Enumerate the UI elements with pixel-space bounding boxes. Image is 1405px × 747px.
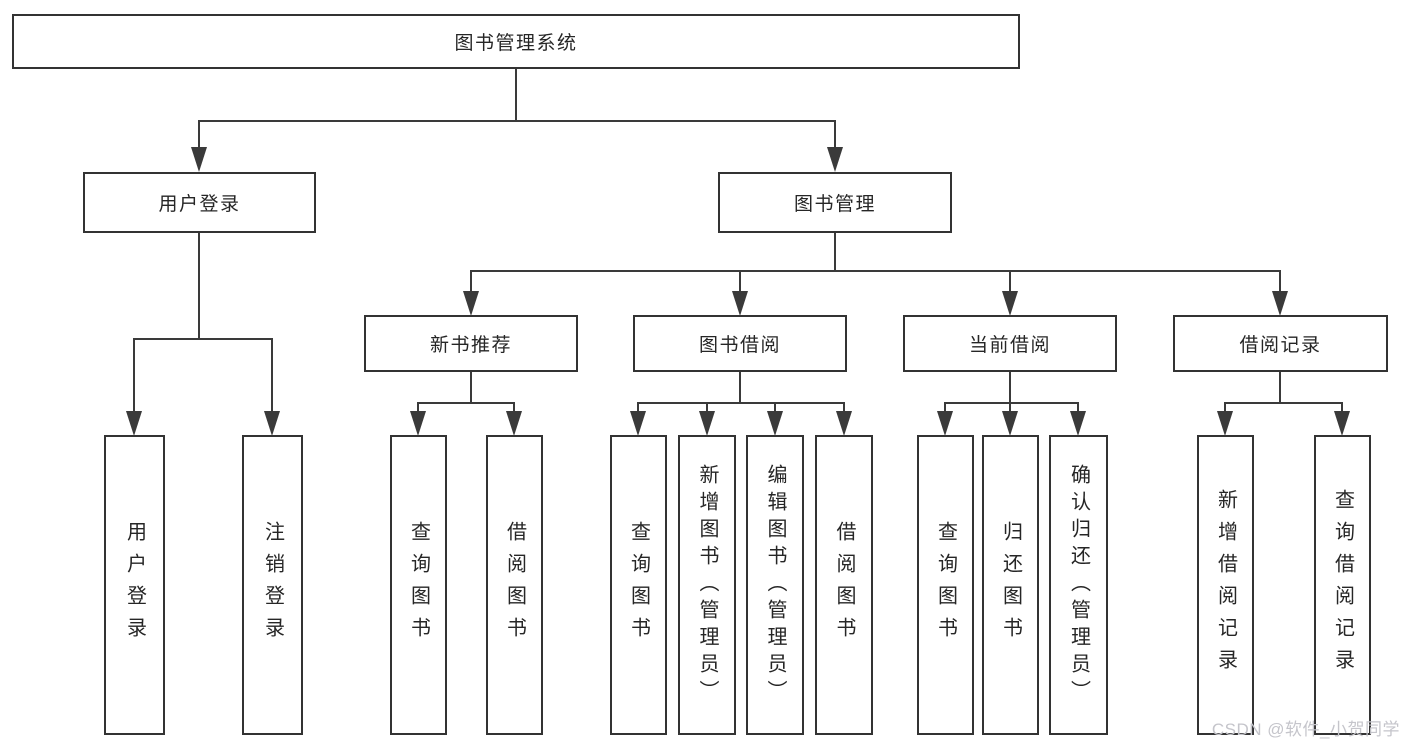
node-user-login-label: 用户登录 bbox=[158, 194, 241, 215]
node-return-book: 归还图书 bbox=[982, 435, 1039, 735]
arrow-down-icon bbox=[1002, 291, 1018, 316]
arrow-down-icon bbox=[630, 411, 646, 436]
arrow-down-icon bbox=[937, 411, 953, 436]
node-query-book-borrow: 查询图书 bbox=[610, 435, 667, 735]
csdn-watermark: CSDN @软件_小贺同学 bbox=[1211, 720, 1400, 739]
connector-vline bbox=[706, 402, 708, 414]
connector-vline bbox=[1279, 270, 1281, 293]
connector-vline bbox=[739, 372, 741, 404]
connector-vline bbox=[1077, 402, 1079, 414]
connector-vline bbox=[834, 233, 836, 272]
arrow-down-icon bbox=[827, 147, 843, 172]
node-logout: 注销登录 bbox=[242, 435, 303, 735]
connector-vline bbox=[515, 68, 517, 122]
node-query-borrow-record: 查询借阅记录 bbox=[1314, 435, 1371, 735]
node-login-label: 用户登录 bbox=[123, 521, 146, 649]
node-query-book-recommend: 查询图书 bbox=[390, 435, 447, 735]
connector-vline bbox=[470, 270, 472, 293]
connector-vline bbox=[1009, 402, 1011, 414]
connector-vline bbox=[470, 372, 472, 404]
node-confirm-return-admin: 确认归还（管理员） bbox=[1049, 435, 1108, 735]
node-add-book-admin: 新增图书（管理员） bbox=[678, 435, 736, 735]
node-return-book-label: 归还图书 bbox=[999, 521, 1022, 649]
node-query-borrow-record-label: 查询借阅记录 bbox=[1331, 489, 1354, 681]
connector-hline bbox=[944, 402, 1079, 404]
node-book-borrow: 图书借阅 bbox=[633, 315, 847, 372]
node-query-book-current: 查询图书 bbox=[917, 435, 974, 735]
arrow-down-icon bbox=[410, 411, 426, 436]
arrow-down-icon bbox=[699, 411, 715, 436]
arrow-down-icon bbox=[1272, 291, 1288, 316]
connector-vline bbox=[774, 402, 776, 414]
node-add-book-admin-label: 新增图书（管理员） bbox=[696, 463, 718, 707]
node-edit-book-admin: 编辑图书（管理员） bbox=[746, 435, 804, 735]
connector-vline bbox=[834, 120, 836, 150]
node-borrow-records: 借阅记录 bbox=[1173, 315, 1388, 372]
node-user-login: 用户登录 bbox=[83, 172, 316, 233]
node-edit-book-admin-label: 编辑图书（管理员） bbox=[764, 463, 786, 707]
connector-vline bbox=[1224, 402, 1226, 414]
arrow-down-icon bbox=[264, 411, 280, 436]
arrow-down-icon bbox=[506, 411, 522, 436]
node-borrow-book-recommend-label: 借阅图书 bbox=[503, 521, 526, 649]
node-current-borrow-label: 当前借阅 bbox=[968, 335, 1051, 356]
connector-vline bbox=[1009, 372, 1011, 404]
arrow-down-icon bbox=[1002, 411, 1018, 436]
arrow-down-icon bbox=[1334, 411, 1350, 436]
node-borrow-book: 借阅图书 bbox=[815, 435, 873, 735]
node-login: 用户登录 bbox=[104, 435, 165, 735]
connector-vline bbox=[271, 338, 273, 414]
connector-vline bbox=[1009, 270, 1011, 293]
node-borrow-records-label: 借阅记录 bbox=[1239, 335, 1322, 356]
arrow-down-icon bbox=[1217, 411, 1233, 436]
node-query-book-borrow-label: 查询图书 bbox=[627, 521, 650, 649]
connector-vline bbox=[198, 233, 200, 340]
node-book-borrow-label: 图书借阅 bbox=[698, 335, 781, 356]
connector-hline bbox=[470, 270, 1281, 272]
arrow-down-icon bbox=[191, 147, 207, 172]
connector-vline bbox=[1341, 402, 1343, 414]
connector-vline bbox=[843, 402, 845, 414]
connector-vline bbox=[1279, 372, 1281, 404]
node-new-book-recommend-label: 新书推荐 bbox=[429, 335, 512, 356]
arrow-down-icon bbox=[767, 411, 783, 436]
connector-vline bbox=[637, 402, 639, 414]
connector-vline bbox=[133, 338, 135, 414]
node-current-borrow: 当前借阅 bbox=[903, 315, 1117, 372]
arrow-down-icon bbox=[836, 411, 852, 436]
node-add-borrow-record: 新增借阅记录 bbox=[1197, 435, 1254, 735]
node-new-book-recommend: 新书推荐 bbox=[364, 315, 578, 372]
connector-vline bbox=[739, 270, 741, 293]
connector-vline bbox=[198, 120, 200, 150]
node-book-management-label: 图书管理 bbox=[793, 194, 876, 215]
node-logout-label: 注销登录 bbox=[261, 521, 284, 649]
connector-hline bbox=[637, 402, 845, 404]
node-root-label: 图书管理系统 bbox=[454, 33, 578, 54]
connector-hline bbox=[417, 402, 515, 404]
connector-hline bbox=[1224, 402, 1343, 404]
arrow-down-icon bbox=[463, 291, 479, 316]
connector-vline bbox=[944, 402, 946, 414]
connector-vline bbox=[513, 402, 515, 414]
node-book-management: 图书管理 bbox=[718, 172, 952, 233]
connector-hline bbox=[198, 120, 836, 122]
node-root: 图书管理系统 bbox=[12, 14, 1020, 69]
arrow-down-icon bbox=[732, 291, 748, 316]
node-add-borrow-record-label: 新增借阅记录 bbox=[1214, 489, 1237, 681]
node-query-book-recommend-label: 查询图书 bbox=[407, 521, 430, 649]
arrow-down-icon bbox=[1070, 411, 1086, 436]
node-borrow-book-label: 借阅图书 bbox=[833, 521, 855, 649]
node-borrow-book-recommend: 借阅图书 bbox=[486, 435, 543, 735]
node-confirm-return-admin-label: 确认归还（管理员） bbox=[1067, 463, 1090, 707]
arrow-down-icon bbox=[126, 411, 142, 436]
connector-hline bbox=[133, 338, 273, 340]
node-query-book-current-label: 查询图书 bbox=[934, 521, 957, 649]
connector-vline bbox=[417, 402, 419, 414]
